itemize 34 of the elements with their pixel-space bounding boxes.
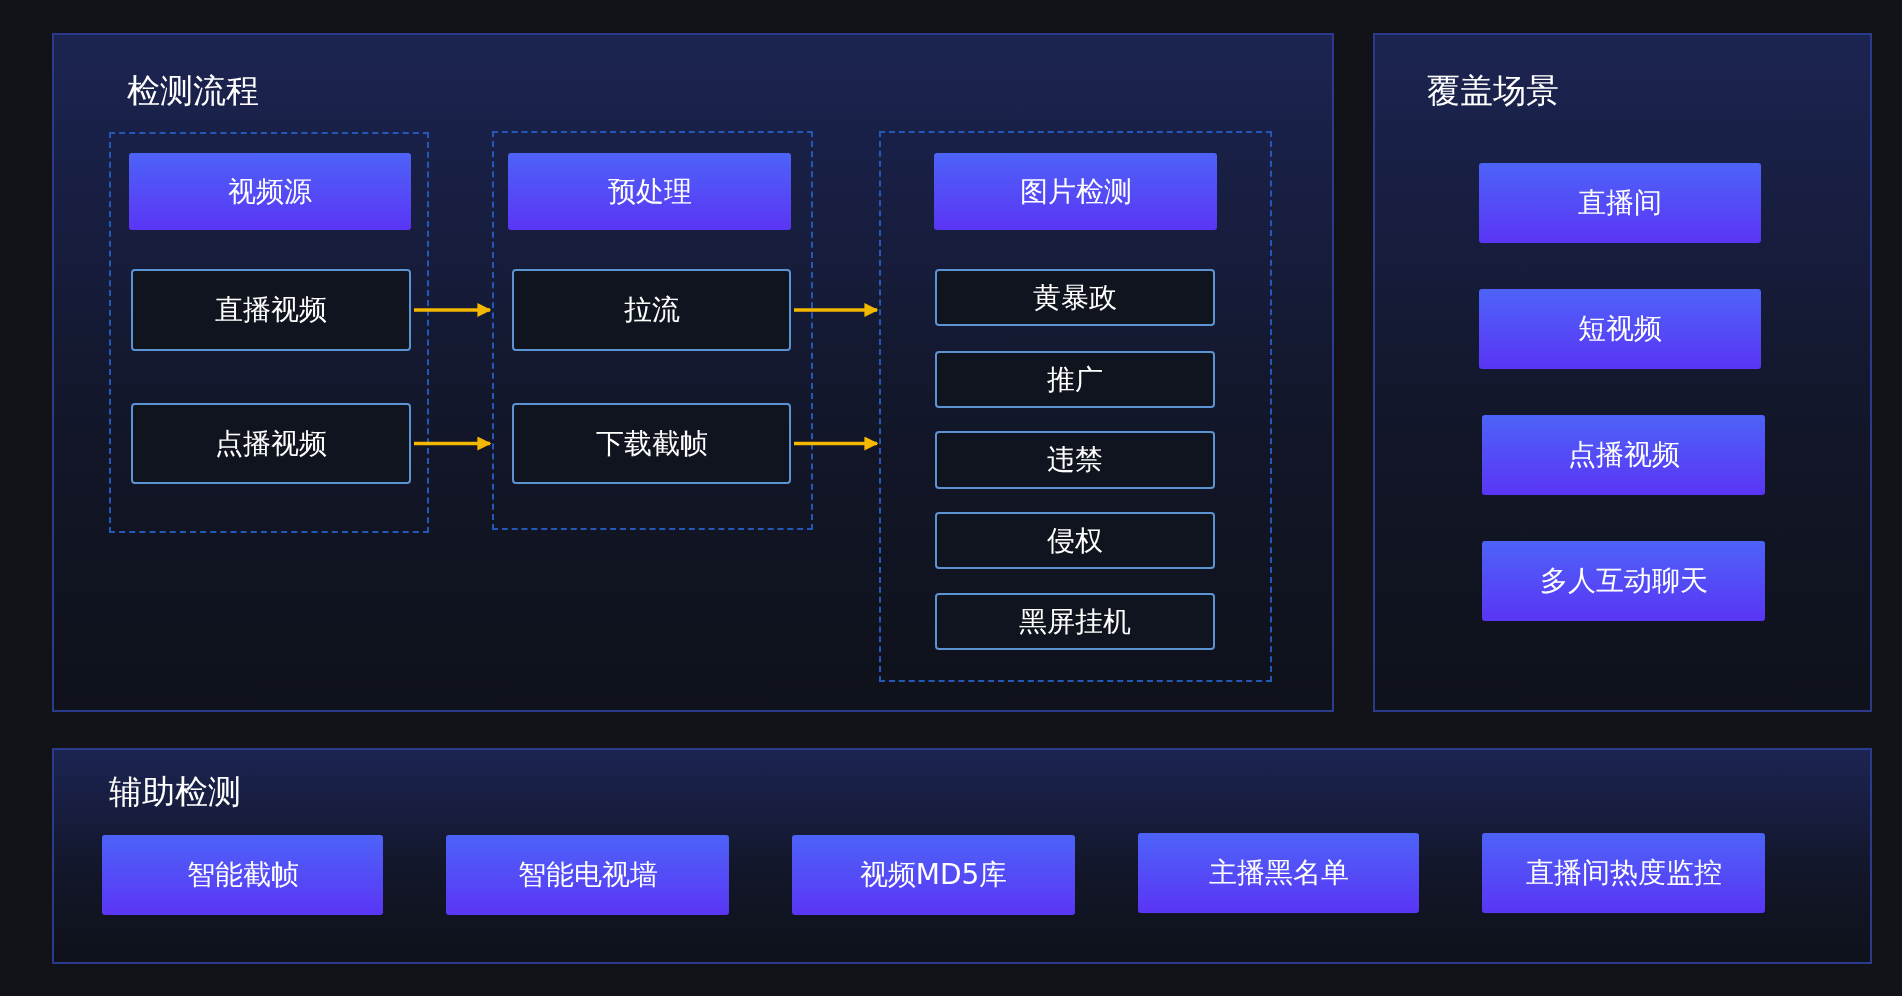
item-box: 直播视频 (131, 269, 411, 351)
category-box: 多人互动聊天 (1482, 541, 1765, 621)
panel-title: 检测流程 (127, 70, 259, 112)
panel-title: 辅助检测 (109, 771, 241, 813)
arrow (414, 436, 492, 451)
item-box: 点播视频 (131, 403, 411, 484)
category-box: 视频源 (129, 153, 411, 230)
dashed-group (492, 131, 813, 530)
arrow (794, 303, 879, 317)
arrow (794, 436, 879, 451)
dashed-group (109, 132, 429, 533)
item-box: 拉流 (512, 269, 791, 351)
category-box: 视频MD5库 (792, 835, 1075, 915)
category-box: 预处理 (508, 153, 791, 230)
category-box: 直播间热度监控 (1482, 833, 1765, 913)
category-box: 点播视频 (1482, 415, 1765, 495)
panel (1373, 33, 1872, 712)
category-box: 短视频 (1479, 289, 1761, 369)
item-box: 下载截帧 (512, 403, 791, 484)
dashed-group (879, 131, 1272, 682)
category-box: 主播黑名单 (1138, 833, 1419, 913)
panel (52, 33, 1334, 712)
category-box: 智能电视墙 (446, 835, 729, 915)
item-box: 侵权 (935, 512, 1215, 569)
category-box: 直播间 (1479, 163, 1761, 243)
item-box: 黑屏挂机 (935, 593, 1215, 650)
panel-title: 覆盖场景 (1427, 70, 1559, 112)
category-box: 图片检测 (934, 153, 1217, 230)
item-box: 违禁 (935, 431, 1215, 489)
arrow (414, 303, 492, 317)
item-box: 推广 (935, 351, 1215, 408)
panel (52, 748, 1872, 964)
category-box: 智能截帧 (102, 835, 383, 915)
item-box: 黄暴政 (935, 269, 1215, 326)
